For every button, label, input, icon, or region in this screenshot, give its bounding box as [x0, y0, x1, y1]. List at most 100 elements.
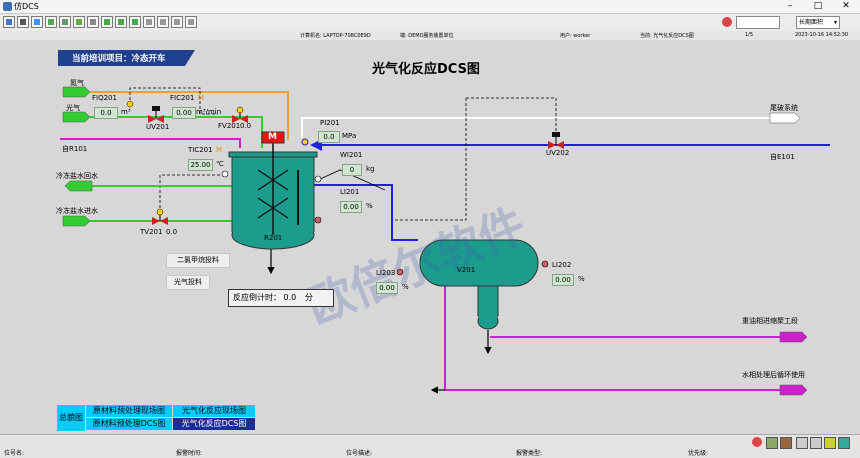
maximize-button[interactable]: □ — [813, 1, 823, 11]
r201-label: R201 — [264, 234, 283, 242]
group-icon[interactable] — [17, 16, 29, 28]
search-input[interactable] — [736, 16, 780, 29]
countdown-value: 0.0 — [283, 293, 297, 302]
info-pages: 1/5 — [745, 32, 754, 38]
field-tag-name: 位号名: — [4, 450, 25, 457]
minimize-button[interactable]: – — [787, 1, 793, 11]
settings-icon[interactable] — [810, 437, 822, 449]
print-icon[interactable] — [171, 16, 183, 28]
tic201-unit: ℃ — [216, 160, 224, 168]
nav-overview-button[interactable]: 总貌图 — [57, 405, 85, 431]
process-canvas: 欧倍尔软件 当前培训项目：冷态开车 光气化反应DCS图 氮气 光气 自R101 … — [0, 40, 860, 434]
fiq201-tag: FIQ201 — [92, 94, 117, 102]
li202-unit: % — [578, 275, 585, 283]
app-logo-icon — [3, 2, 12, 11]
back-icon[interactable] — [101, 16, 113, 28]
tools-icon[interactable] — [157, 16, 169, 28]
fic201-mode[interactable]: M — [198, 94, 205, 102]
fiq201-value[interactable]: 0.0 — [94, 107, 118, 119]
tail-gas-line — [301, 117, 770, 138]
fv201-value: 0.0 — [240, 122, 252, 130]
uv202-tag[interactable]: UV202 — [546, 149, 570, 157]
fiq201-unit: m³ — [121, 108, 131, 116]
history-icon[interactable] — [780, 437, 792, 449]
field-alarm-time: 报警时间: — [176, 450, 203, 457]
heavy-oil-label: 重油相进缩聚工段 — [742, 317, 798, 325]
li201-unit: % — [366, 202, 373, 210]
r101-line — [60, 138, 241, 148]
header-banner — [58, 50, 195, 66]
li202-value[interactable]: 0.00 — [552, 274, 574, 286]
field-tag-desc: 位号描述: — [346, 450, 373, 457]
v201-label: V201 — [457, 266, 476, 274]
tic201-mode[interactable]: M — [216, 146, 223, 154]
wi201-unit: kg — [366, 165, 375, 173]
wi201-tag: WI201 — [340, 151, 363, 159]
zoom-icon[interactable] — [143, 16, 155, 28]
n2-line — [90, 91, 289, 140]
motor-label: M — [268, 132, 277, 142]
pi201-tag: PI201 — [320, 119, 340, 127]
li203-value[interactable]: 0.00 — [376, 282, 398, 294]
toolbar: 长期面积▾ — [0, 14, 860, 32]
tv201-tag[interactable]: TV201 — [140, 228, 163, 236]
process-diagram — [58, 50, 830, 396]
field-priority: 优先级: — [688, 450, 709, 457]
nav-raw-field-button[interactable]: 原材料预处理现场图 — [86, 405, 172, 417]
motor-icon — [261, 131, 285, 144]
window-title: 仿DCS — [14, 2, 39, 11]
pi201-unit: MPa — [342, 132, 357, 140]
flow-icon[interactable] — [59, 16, 71, 28]
list-icon[interactable] — [87, 16, 99, 28]
chilled-supply-label: 冷冻盐水进水 — [56, 207, 98, 215]
e101-label: 自E101 — [770, 153, 795, 161]
li203-unit: % — [402, 283, 409, 291]
li201-value[interactable]: 0.00 — [340, 201, 362, 213]
alarm-icon[interactable] — [45, 16, 57, 28]
fic201-tag: FIC201 — [170, 94, 195, 102]
trend-icon[interactable] — [31, 16, 43, 28]
uv202-valve-icon — [548, 132, 564, 149]
li203-tag: LI203 — [376, 269, 396, 277]
dichloromethane-feed-button[interactable]: 二氯甲烷投料 — [166, 253, 230, 268]
close-button[interactable]: ✕ — [842, 1, 850, 11]
n2-label: 氮气 — [70, 79, 84, 87]
li202-tag: LI202 — [552, 261, 572, 269]
alarm-lamp-icon — [722, 17, 732, 27]
alarm-ack-icon[interactable] — [752, 437, 762, 447]
page-icon[interactable] — [129, 16, 141, 28]
title-bar: 仿DCS – □ ✕ — [0, 0, 860, 14]
status-ok-icon[interactable] — [838, 437, 850, 449]
nav-phosgene-dcs-button[interactable]: 光气化反应DCS图 — [173, 418, 255, 430]
uv201-valve-icon — [148, 106, 164, 123]
fic201-value[interactable]: 0.00 — [172, 107, 196, 119]
info-page: 当前: 光气化反应DCS图 — [640, 33, 694, 39]
info-datetime: 2023-10-16 14:52:30 — [795, 32, 849, 38]
countdown-label: 反应倒计时： — [233, 293, 281, 302]
print-status-icon[interactable] — [796, 437, 808, 449]
fic201-unit: m³/min — [196, 108, 222, 116]
status-bar: 位号名: 报警时间: 位号描述: 报警类型: 优先级: — [0, 434, 860, 458]
view-select[interactable]: 长期面积▾ — [796, 16, 840, 29]
countdown-box: 反应倒计时： 0.0 分 — [228, 289, 334, 307]
nav-raw-dcs-button[interactable]: 原材料预处理DCS图 — [86, 418, 172, 430]
page-title: 光气化反应DCS图 — [372, 62, 480, 77]
uv201-tag[interactable]: UV201 — [146, 123, 170, 131]
silence-icon[interactable] — [766, 437, 778, 449]
info-computer: 计算机名: LAPTOP-708C0E9D — [300, 33, 371, 39]
tic201-value[interactable]: 25.00 — [188, 159, 213, 171]
info-terminal: 端: DEMO服务装置单位 — [400, 33, 454, 39]
tv201-value: 0.0 — [166, 228, 178, 236]
chart-icon[interactable] — [73, 16, 85, 28]
pi201-value[interactable]: 0.0 — [318, 131, 340, 143]
help-icon[interactable] — [185, 16, 197, 28]
info-user: 用户: worker — [560, 33, 591, 39]
nav-phosgene-field-button[interactable]: 光气化反应现场图 — [173, 405, 255, 417]
fv201-tag[interactable]: FV201 — [218, 122, 241, 130]
field-alarm-type: 报警类型: — [516, 450, 543, 457]
forward-icon[interactable] — [115, 16, 127, 28]
wi201-value[interactable]: 0 — [342, 164, 362, 176]
phosgene-feed-button[interactable]: 光气投料 — [166, 275, 210, 290]
overview-icon[interactable] — [3, 16, 15, 28]
info-status-icon[interactable] — [824, 437, 836, 449]
